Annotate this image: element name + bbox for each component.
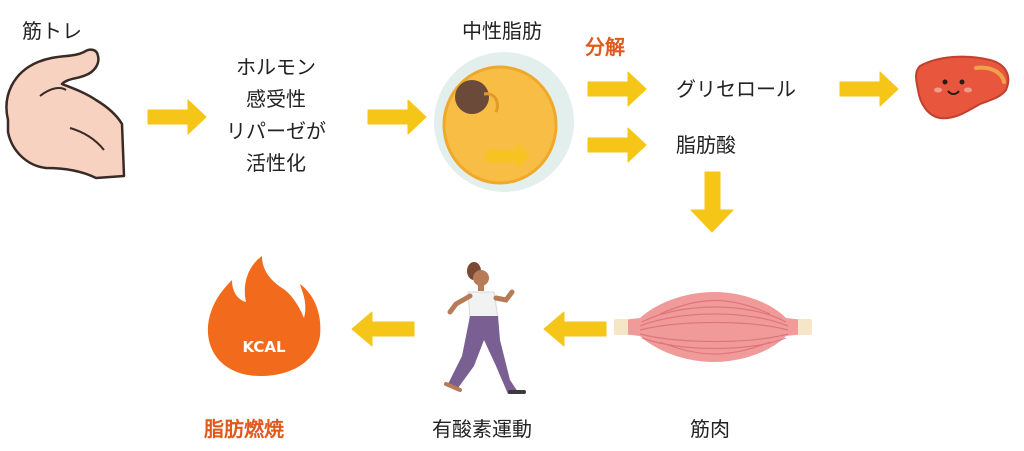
muscle-fiber-icon: [614, 292, 812, 362]
glycerol-label: グリセロール: [676, 77, 796, 101]
muscle-label: 筋肉: [690, 417, 730, 441]
arrow-fattyacid-to-muscle: [690, 171, 734, 233]
arrow-hormone-to-fat: [367, 99, 427, 135]
liver-icon: [915, 55, 1010, 120]
triglyceride-label: 中性脂肪: [462, 19, 542, 43]
kcal-text: KCAL: [242, 338, 286, 356]
arrow-glycerol-to-liver: [839, 71, 899, 107]
flexed-arm-icon: [5, 48, 126, 180]
flame-kcal-icon: KCAL: [207, 256, 321, 376]
running-woman-icon: [444, 262, 526, 394]
hormone-label-line2: 感受性: [246, 87, 306, 111]
arrow-muscle-to-aerobic: [543, 311, 607, 347]
arrow-fat-to-glycerol: [587, 71, 647, 107]
fat-cell-icon: [434, 52, 574, 192]
hormone-label-line1: ホルモン: [236, 55, 316, 79]
aerobic-label: 有酸素運動: [432, 417, 532, 441]
hormone-label-line4: 活性化: [246, 151, 306, 175]
arrow-aerobic-to-flame: [351, 311, 415, 347]
fatty-acid-label: 脂肪酸: [676, 133, 736, 157]
arrow-fat-to-fattyacid: [587, 127, 647, 163]
arrow-arm-to-hormone: [147, 99, 207, 135]
kintore-label: 筋トレ: [22, 19, 82, 43]
fat-burning-label: 脂肪燃焼: [204, 417, 284, 441]
decompose-label: 分解: [585, 35, 625, 59]
hormone-label-line3: リパーゼが: [226, 119, 326, 143]
